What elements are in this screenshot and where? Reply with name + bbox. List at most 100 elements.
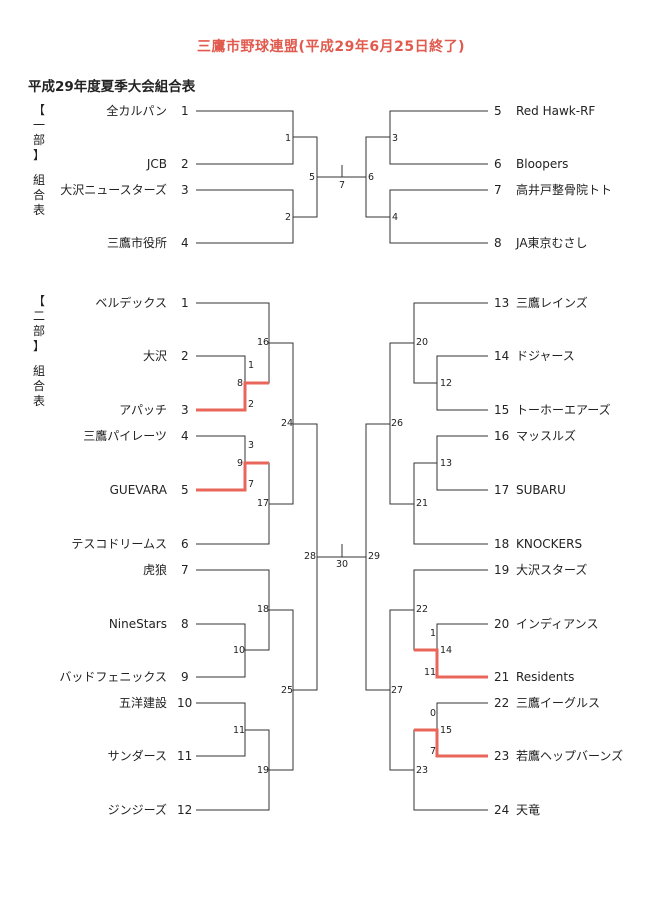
team-name: 高井戸整骨院トト — [516, 183, 613, 197]
game-number: 8 — [237, 378, 244, 389]
team-name: 大沢ニュースターズ — [60, 183, 167, 197]
bracket-connector — [293, 136, 318, 218]
bracket-connector — [196, 569, 270, 651]
team-seed: 14 — [494, 349, 510, 363]
team-name: 五洋建設 — [118, 696, 167, 710]
team-seed: 15 — [494, 403, 510, 417]
team-name: バッドフェニックス — [59, 670, 167, 684]
bracket-connector — [196, 435, 246, 491]
team-seed: 16 — [494, 429, 510, 443]
team-seed: 6 — [494, 157, 502, 171]
section-1-bracket-close: 】 — [32, 148, 45, 162]
bracket-connector — [269, 342, 294, 505]
team-seed: 2 — [181, 349, 189, 363]
game-score: 0 — [430, 708, 437, 719]
bracket-connector — [365, 136, 390, 218]
team-seed: 11 — [177, 749, 193, 763]
game-score: 7 — [430, 746, 437, 757]
team-name: アパッチ — [119, 403, 167, 417]
bracket-connector — [389, 342, 414, 505]
team-name: 三鷹イーグルス — [516, 696, 601, 710]
game-number: 12 — [440, 378, 453, 389]
team-name: Red Hawk-RF — [516, 104, 596, 118]
bracket-connector — [196, 189, 294, 244]
game-number: 26 — [391, 418, 404, 429]
winner-path — [414, 728, 488, 758]
team-name: マッスルズ — [516, 429, 577, 443]
team-name: 若鷹ヘップバーンズ — [516, 749, 624, 763]
game-number: 1 — [285, 133, 292, 144]
team-seed: 10 — [177, 696, 193, 710]
winner-lines — [196, 381, 488, 758]
game-number: 20 — [416, 337, 429, 348]
bracket-connector — [436, 623, 488, 678]
team-name: Residents — [516, 670, 575, 684]
bracket-connector — [196, 623, 246, 678]
section-1-bu: 部 — [32, 133, 45, 147]
game-number: 6 — [368, 172, 375, 183]
team-seed: 8 — [494, 236, 502, 250]
game-number: 21 — [416, 498, 429, 509]
bracket-connector — [413, 729, 488, 811]
game-score: 1 — [248, 360, 255, 371]
team-name: 虎狼 — [142, 563, 167, 577]
game-number: 14 — [440, 645, 453, 656]
team-seed: 6 — [181, 537, 189, 551]
team-seed: 12 — [177, 803, 193, 817]
team-name: テスコドリームス — [71, 537, 167, 551]
section-2-part: 二 — [32, 309, 45, 323]
game-number: 25 — [281, 685, 294, 696]
section-1-part: 一 — [32, 118, 45, 132]
team-seed: 7 — [494, 183, 502, 197]
team-name: NineStars — [108, 617, 167, 631]
team-seed: 4 — [181, 236, 189, 250]
team-name: KNOCKERS — [516, 537, 583, 551]
bracket-connector — [269, 609, 294, 771]
section-2-bracket-close: 】 — [32, 339, 45, 353]
game-number: 27 — [391, 685, 404, 696]
team-name: 天竜 — [516, 803, 541, 817]
game-score: 2 — [248, 399, 255, 410]
team-name: SUBARU — [516, 483, 566, 497]
bracket-connector — [413, 462, 488, 545]
winner-path — [196, 461, 269, 492]
team-seed: 17 — [494, 483, 510, 497]
game-number: 24 — [281, 418, 294, 429]
game-score: 7 — [248, 479, 255, 490]
team-name: 三鷹レインズ — [516, 296, 588, 310]
bracket-connector — [196, 302, 270, 384]
game-number: 9 — [237, 458, 244, 469]
team-seed: 9 — [181, 670, 189, 684]
team-name: サンダース — [107, 749, 167, 763]
team-name: 三鷹パイレーツ — [83, 429, 167, 443]
team-name: 三鷹市役所 — [106, 236, 167, 250]
team-name: インディアンス — [516, 617, 599, 631]
team-seed: 18 — [494, 537, 510, 551]
team-seed: 22 — [494, 696, 510, 710]
bracket-connector — [436, 355, 488, 411]
section-2-bu: 部 — [32, 324, 45, 338]
section-1-word-3: 表 — [32, 203, 45, 217]
game-number: 29 — [368, 551, 381, 562]
team-name: トーホーエアーズ — [516, 403, 611, 417]
bracket-connector — [389, 110, 488, 165]
team-seed: 1 — [181, 104, 189, 118]
game-number: 15 — [440, 725, 453, 736]
game-number: 28 — [304, 551, 317, 562]
bracket-connector — [293, 423, 318, 691]
game-number: 10 — [233, 645, 246, 656]
bracket-connector — [196, 729, 270, 811]
bracket-connector — [196, 462, 270, 545]
team-seed: 7 — [181, 563, 189, 577]
game-number: 5 — [309, 172, 316, 183]
section-2-word-2: 合 — [32, 379, 45, 393]
section-1-lines — [196, 110, 488, 244]
team-seed: 1 — [181, 296, 189, 310]
game-score: 11 — [424, 667, 437, 678]
team-name: ベルデックス — [95, 296, 167, 310]
game-number: 18 — [257, 604, 270, 615]
team-seed: 4 — [181, 429, 189, 443]
bracket-connector — [196, 110, 294, 165]
section-1-word-2: 合 — [32, 188, 45, 202]
team-name: 全カルパン — [106, 104, 167, 118]
